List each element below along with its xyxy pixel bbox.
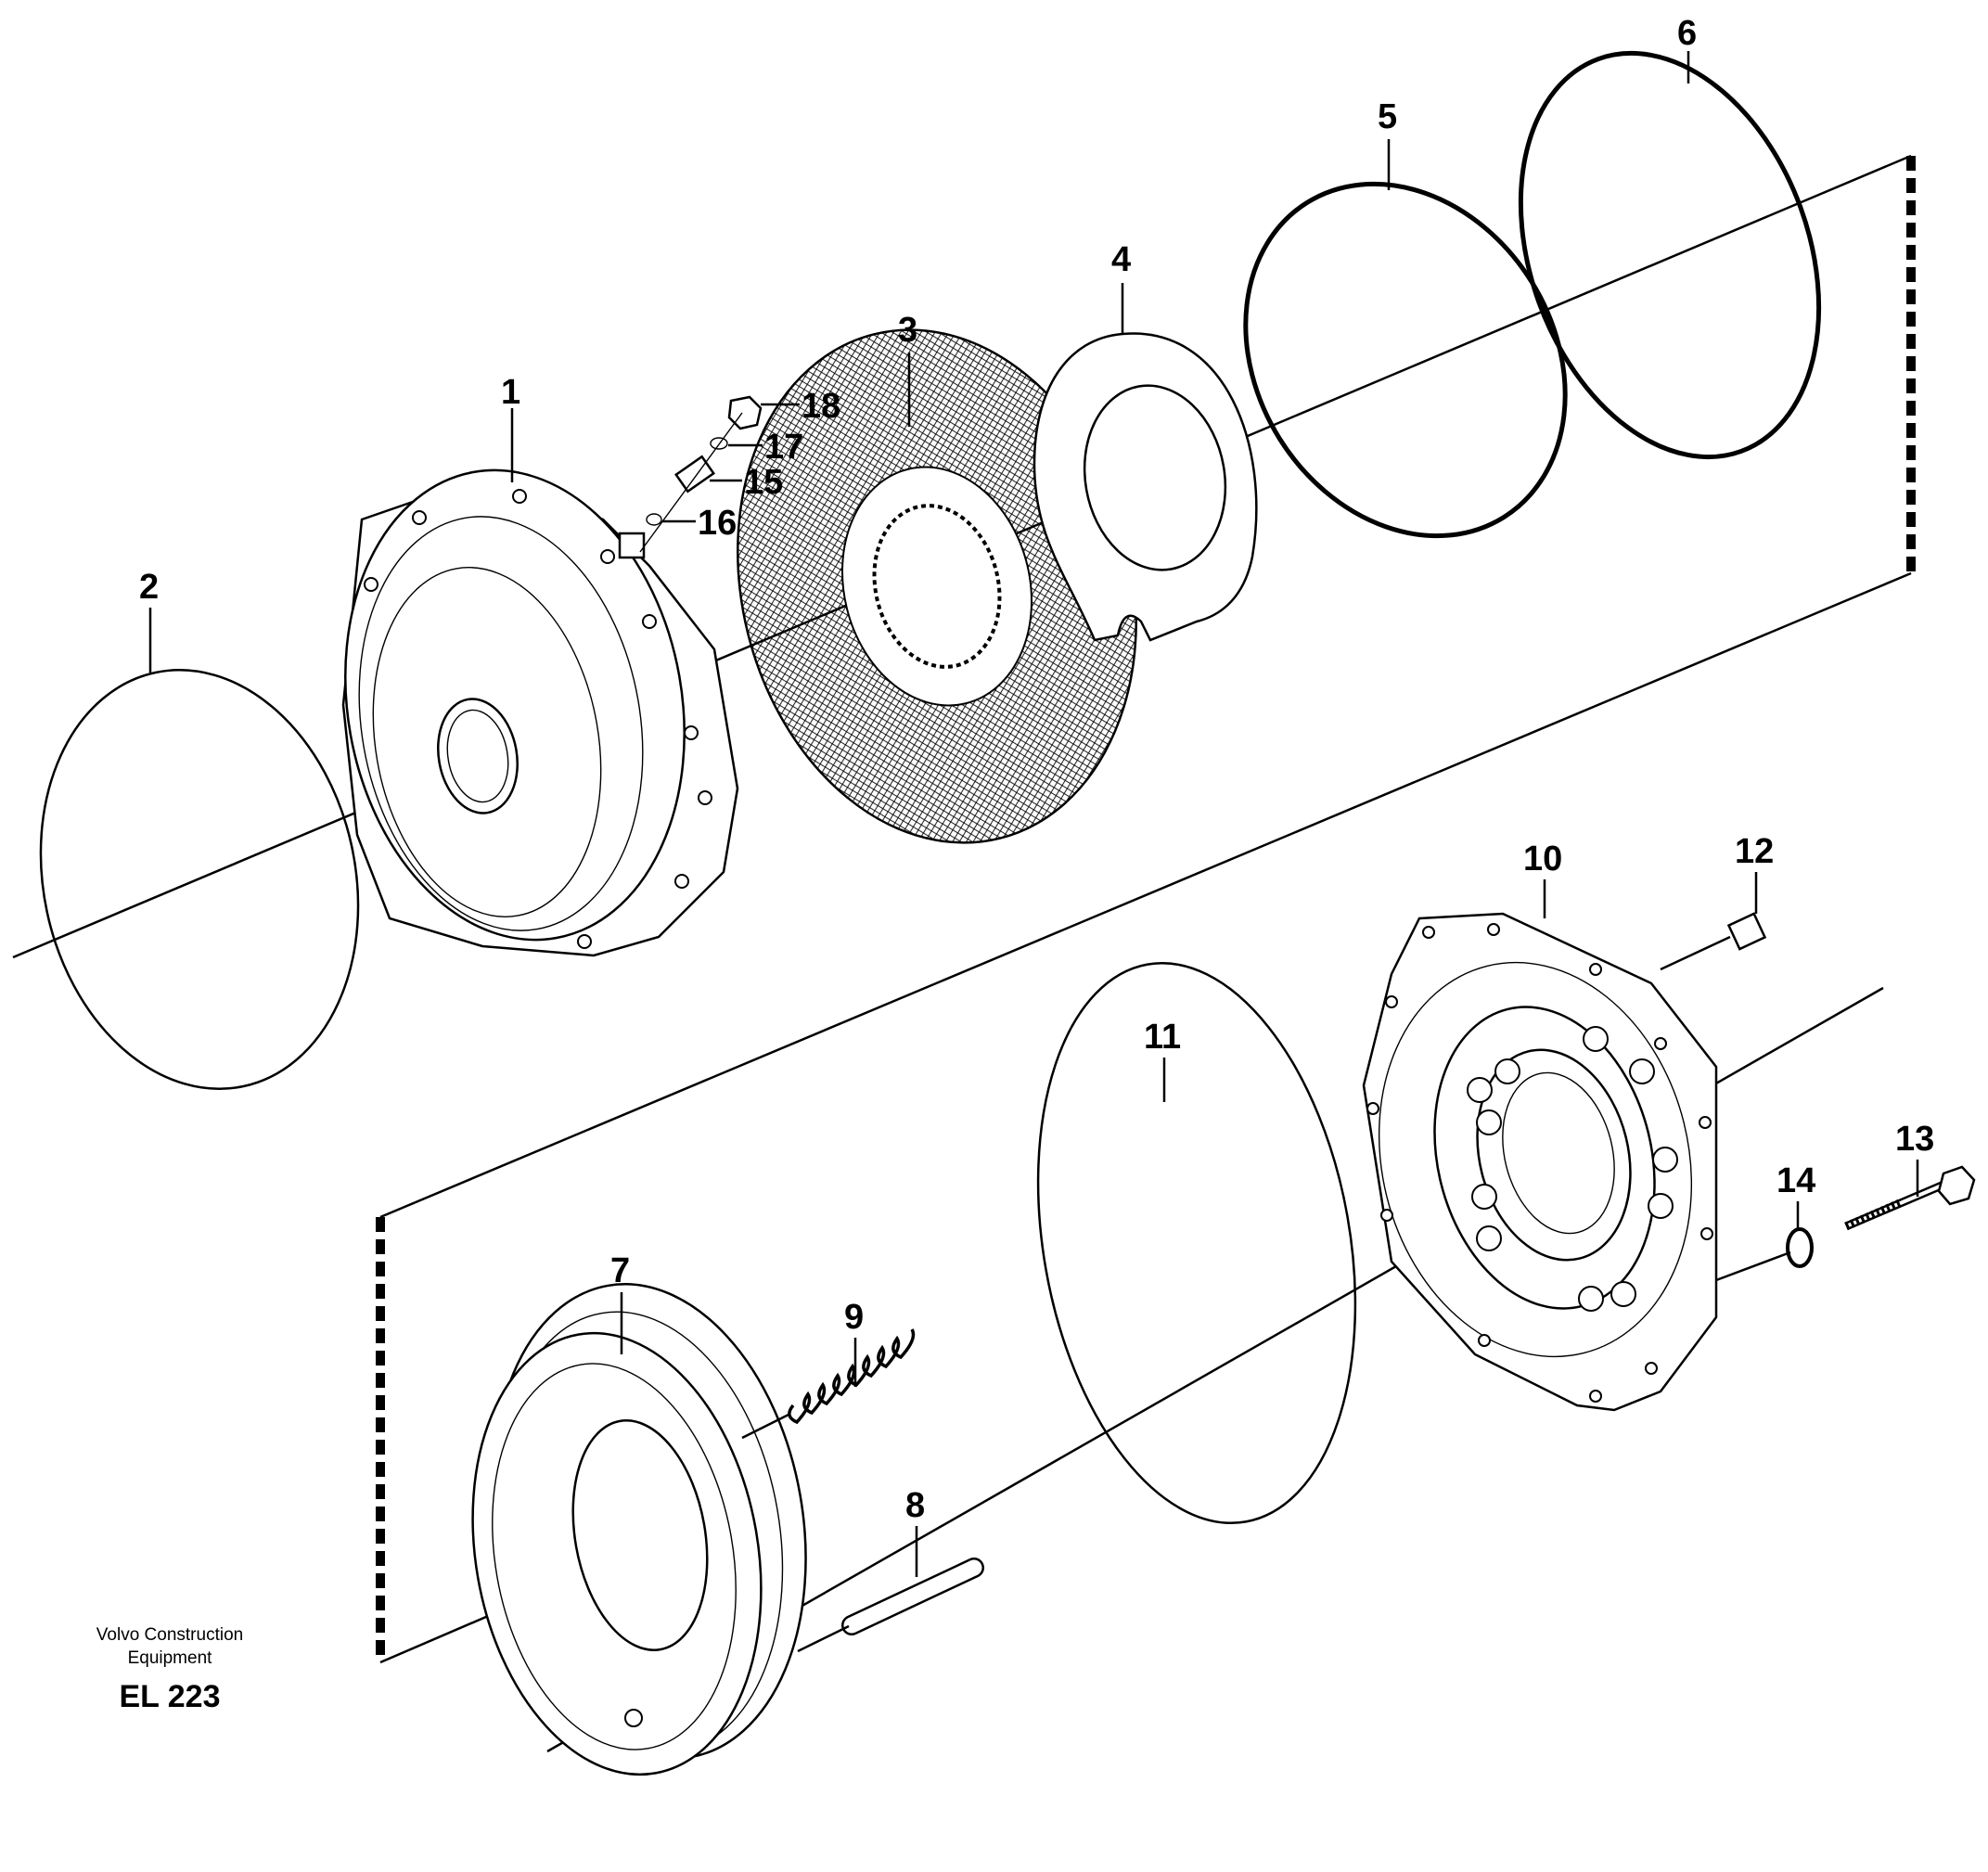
callout-6: 6: [1677, 14, 1697, 53]
callout-11: 11: [1144, 1018, 1181, 1057]
callout-14: 14: [1776, 1161, 1815, 1200]
part-7-piston: [471, 1283, 807, 1776]
part-4-separator-plate: [1032, 332, 1258, 642]
callout-4: 4: [1111, 240, 1131, 279]
part-14-washer: [1786, 1227, 1814, 1268]
part-8-pin: [797, 1558, 984, 1653]
part-6-o-ring: [1518, 50, 1822, 460]
callout-12: 12: [1735, 832, 1774, 871]
callout-5: 5: [1378, 97, 1397, 136]
connector-line: [379, 571, 1912, 1219]
callout-15: 15: [744, 463, 783, 502]
company-line-1: Volvo Construction: [96, 1625, 243, 1645]
part-11-o-ring: [1036, 962, 1357, 1524]
callout-18: 18: [802, 387, 840, 426]
part-16-o-ring: [646, 513, 662, 526]
part-10-brake-cover: [1362, 912, 1718, 1412]
part-13-screw: [1844, 1165, 1976, 1231]
footer: Volvo Construction Equipment EL 223: [96, 1625, 243, 1714]
callout-9: 9: [844, 1298, 864, 1337]
company-line-2: Equipment: [128, 1648, 213, 1668]
part-1-brake-housing: [341, 468, 739, 957]
callout-17: 17: [764, 428, 803, 467]
part-12-plug: [1660, 912, 1767, 971]
callout-16: 16: [698, 504, 737, 543]
callout-numbers: 1 2 3 4 5 6 7 8 9 10 11 12 13 14 15 16 1…: [139, 14, 1934, 1525]
part-2-o-ring: [39, 669, 360, 1090]
callout-13: 13: [1895, 1120, 1934, 1159]
callout-10: 10: [1523, 840, 1562, 878]
part-9-spring: [741, 1328, 916, 1440]
leader-lines: [148, 51, 1919, 1577]
callout-8: 8: [905, 1486, 925, 1525]
callout-2: 2: [139, 568, 159, 607]
callout-3: 3: [898, 311, 917, 350]
part-17-o-ring: [710, 437, 728, 450]
callout-1: 1: [501, 373, 520, 412]
part-15-bleeder-nipple: [674, 455, 715, 494]
drawing-code: EL 223: [119, 1679, 220, 1714]
callout-7: 7: [610, 1251, 630, 1290]
